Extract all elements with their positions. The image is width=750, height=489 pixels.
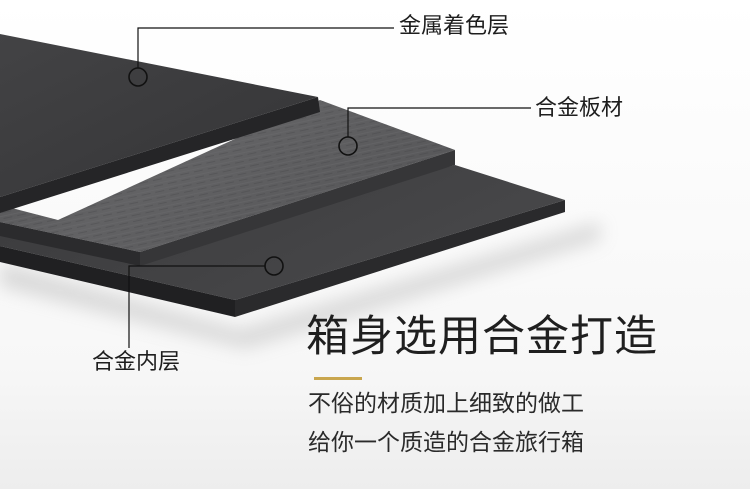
headline: 箱身选用合金打造 xyxy=(306,312,658,362)
label-color-layer: 金属着色层 xyxy=(399,14,510,39)
label-alloy-sheet: 合金板材 xyxy=(535,96,624,121)
bottom-plate-front-edge xyxy=(0,246,235,317)
middle-plate-side-edge xyxy=(140,150,455,266)
callout-line-color-layer xyxy=(137,27,394,68)
accent-rule xyxy=(314,377,362,380)
callout-inner-layer xyxy=(128,256,284,348)
label-inner-layer: 合金内层 xyxy=(92,350,181,375)
middle-plate-texture xyxy=(0,100,455,252)
callout-alloy-sheet xyxy=(338,107,531,156)
top-plate xyxy=(0,34,320,213)
middle-plate-front-edge xyxy=(0,222,140,266)
top-plate-front-edge xyxy=(0,97,320,213)
description-line-1: 不俗的材质加上细致的做工 xyxy=(308,391,584,417)
callout-line-inner-layer xyxy=(128,265,265,348)
callout-line-alloy-sheet xyxy=(347,107,531,137)
stack-shadow xyxy=(0,222,600,348)
callout-color-layer xyxy=(128,27,394,87)
middle-plate xyxy=(0,100,455,266)
top-plate-face xyxy=(0,34,318,197)
bottom-plate-side-edge xyxy=(235,200,565,317)
description-line-2: 给你一个质造的合金旅行箱 xyxy=(308,430,584,456)
